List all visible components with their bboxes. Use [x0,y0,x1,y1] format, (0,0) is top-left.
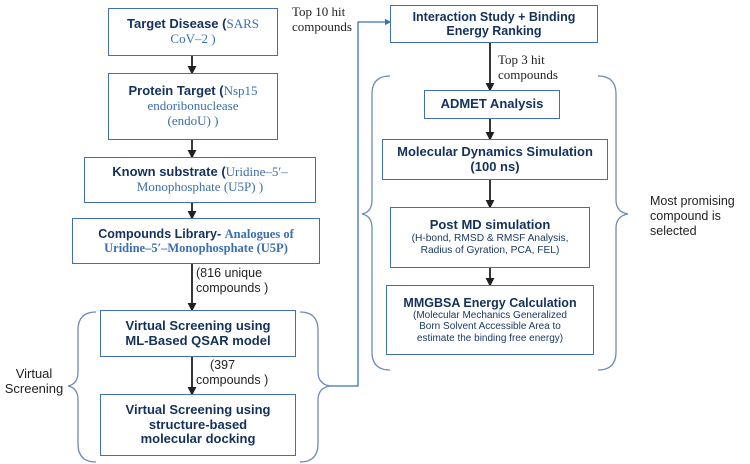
postmd-sub2: Radius of Gyration, PCA, FEL) [420,244,560,256]
ann-top3-line2: compounds [498,67,558,83]
mmgbsa-energy-box[interactable]: MMGBSA Energy Calculation (Molecular Mec… [386,285,594,355]
ann-top10-line1: Top 10 hit [292,4,346,19]
compounds-library-box[interactable]: Compounds Library- Analogues of Uridine–… [72,218,320,264]
post-md-simulation-box[interactable]: Post MD simulation (H-bond, RMSD & RMSF … [390,207,590,268]
interaction-study-box[interactable]: Interaction Study + Binding Energy Ranki… [390,5,598,43]
interaction-line2: Energy Ranking [446,24,542,38]
docking-line2: structure-based [148,416,248,432]
ann397-line2: compounds ) [196,372,269,387]
compounds-library-detail2: Uridine–5′–Monophosphate (U5P) [104,241,288,255]
known-substrate-line1: Known substrate (Uridine–5′– [85,164,315,180]
ann-vs-line2: Screening [4,381,64,397]
ann-top3-line1: Top 3 hit [498,52,545,67]
brace-right-pipeline-right [597,75,629,371]
annotation-816-compounds: (816 unique compounds ) [196,266,316,296]
target-disease-box[interactable]: Target Disease (SARS CoV–2 ) [108,8,278,56]
target-disease-detail: SARS [226,16,259,32]
admet-line1: ADMET Analysis [440,96,544,112]
molecular-dynamics-box[interactable]: Molecular Dynamics Simulation (100 ns) [382,139,608,180]
protein-target-detail3: (endoU) ) [167,112,219,128]
target-disease-detail2: CoV–2 ) [170,31,216,46]
ann-vs-line1: Virtual [15,366,53,381]
compounds-library-head: Compounds Library- [98,226,222,241]
virtual-screening-docking-box[interactable]: Virtual Screening using structure-based … [100,394,296,456]
mmgbsa-sub2: Born Solvent Accessible Area to [419,321,561,333]
known-substrate-detail2: Monophosphate (U5P) ) [136,179,264,194]
annotation-most-promising: Most promising compound is selected [650,194,750,238]
mmgbsa-line1: MMGBSA Energy Calculation [403,295,577,310]
mmgbsa-sub1: (Molecular Mechanics Generalized [413,309,567,321]
known-substrate-head: Known substrate ( [112,164,226,180]
target-disease-line1: Target Disease (SARS [109,16,277,32]
protein-target-head: Protein Target ( [128,83,224,99]
annotation-397-compounds: (397 compounds ) [196,358,316,388]
connector-screening-to-interaction [330,18,392,387]
interaction-line1: Interaction Study + Binding [412,9,576,24]
known-substrate-box[interactable]: Known substrate (Uridine–5′– Monophospha… [84,157,316,203]
protein-target-box[interactable]: Protein Target (Nsp15 endoribonuclease (… [108,73,278,140]
qsar-line2: ML-Based QSAR model [125,332,271,348]
ann-top10-line2: compounds [292,19,352,35]
ann397-line1: (397 [210,358,236,372]
annotation-top-10-hits: Top 10 hit compounds [292,4,384,35]
docking-line3: molecular docking [140,431,256,447]
protein-target-line1: Protein Target (Nsp15 [109,83,277,99]
target-disease-head: Target Disease ( [127,16,227,32]
annotation-virtual-screening-group: Virtual Screening [2,366,66,397]
ann816-line1: (816 unique [196,266,263,280]
md-line1: Molecular Dynamics Simulation [397,143,593,159]
ann-mp-line1: Most promising [650,194,735,208]
postmd-line1: Post MD simulation [429,217,551,233]
compounds-library-detail: Analogues of [224,226,294,241]
compounds-library-line1: Compounds Library- Analogues of [73,227,319,241]
ann816-line2: compounds ) [196,280,269,295]
known-substrate-detail: Uridine–5′– [225,164,288,180]
protein-target-detail: Nsp15 [223,83,258,99]
brace-virtual-screening [67,311,97,463]
docking-line1: Virtual Screening using [125,401,271,417]
postmd-sub1: (H-bond, RMSD & RMSF Analysis, [411,233,569,245]
protein-target-detail2: endoribonuclease [147,98,239,114]
qsar-line1: Virtual Screening using [125,317,271,333]
ann-mp-line3: selected [650,223,697,238]
annotation-top-3-hits: Top 3 hit compounds [498,52,590,83]
ann-mp-line2: compound is [650,208,721,223]
admet-analysis-box[interactable]: ADMET Analysis [424,90,560,119]
md-line2: (100 ns) [470,158,520,174]
mmgbsa-sub3: estimate the binding free energy) [416,332,564,344]
virtual-screening-qsar-box[interactable]: Virtual Screening using ML-Based QSAR mo… [100,310,296,357]
